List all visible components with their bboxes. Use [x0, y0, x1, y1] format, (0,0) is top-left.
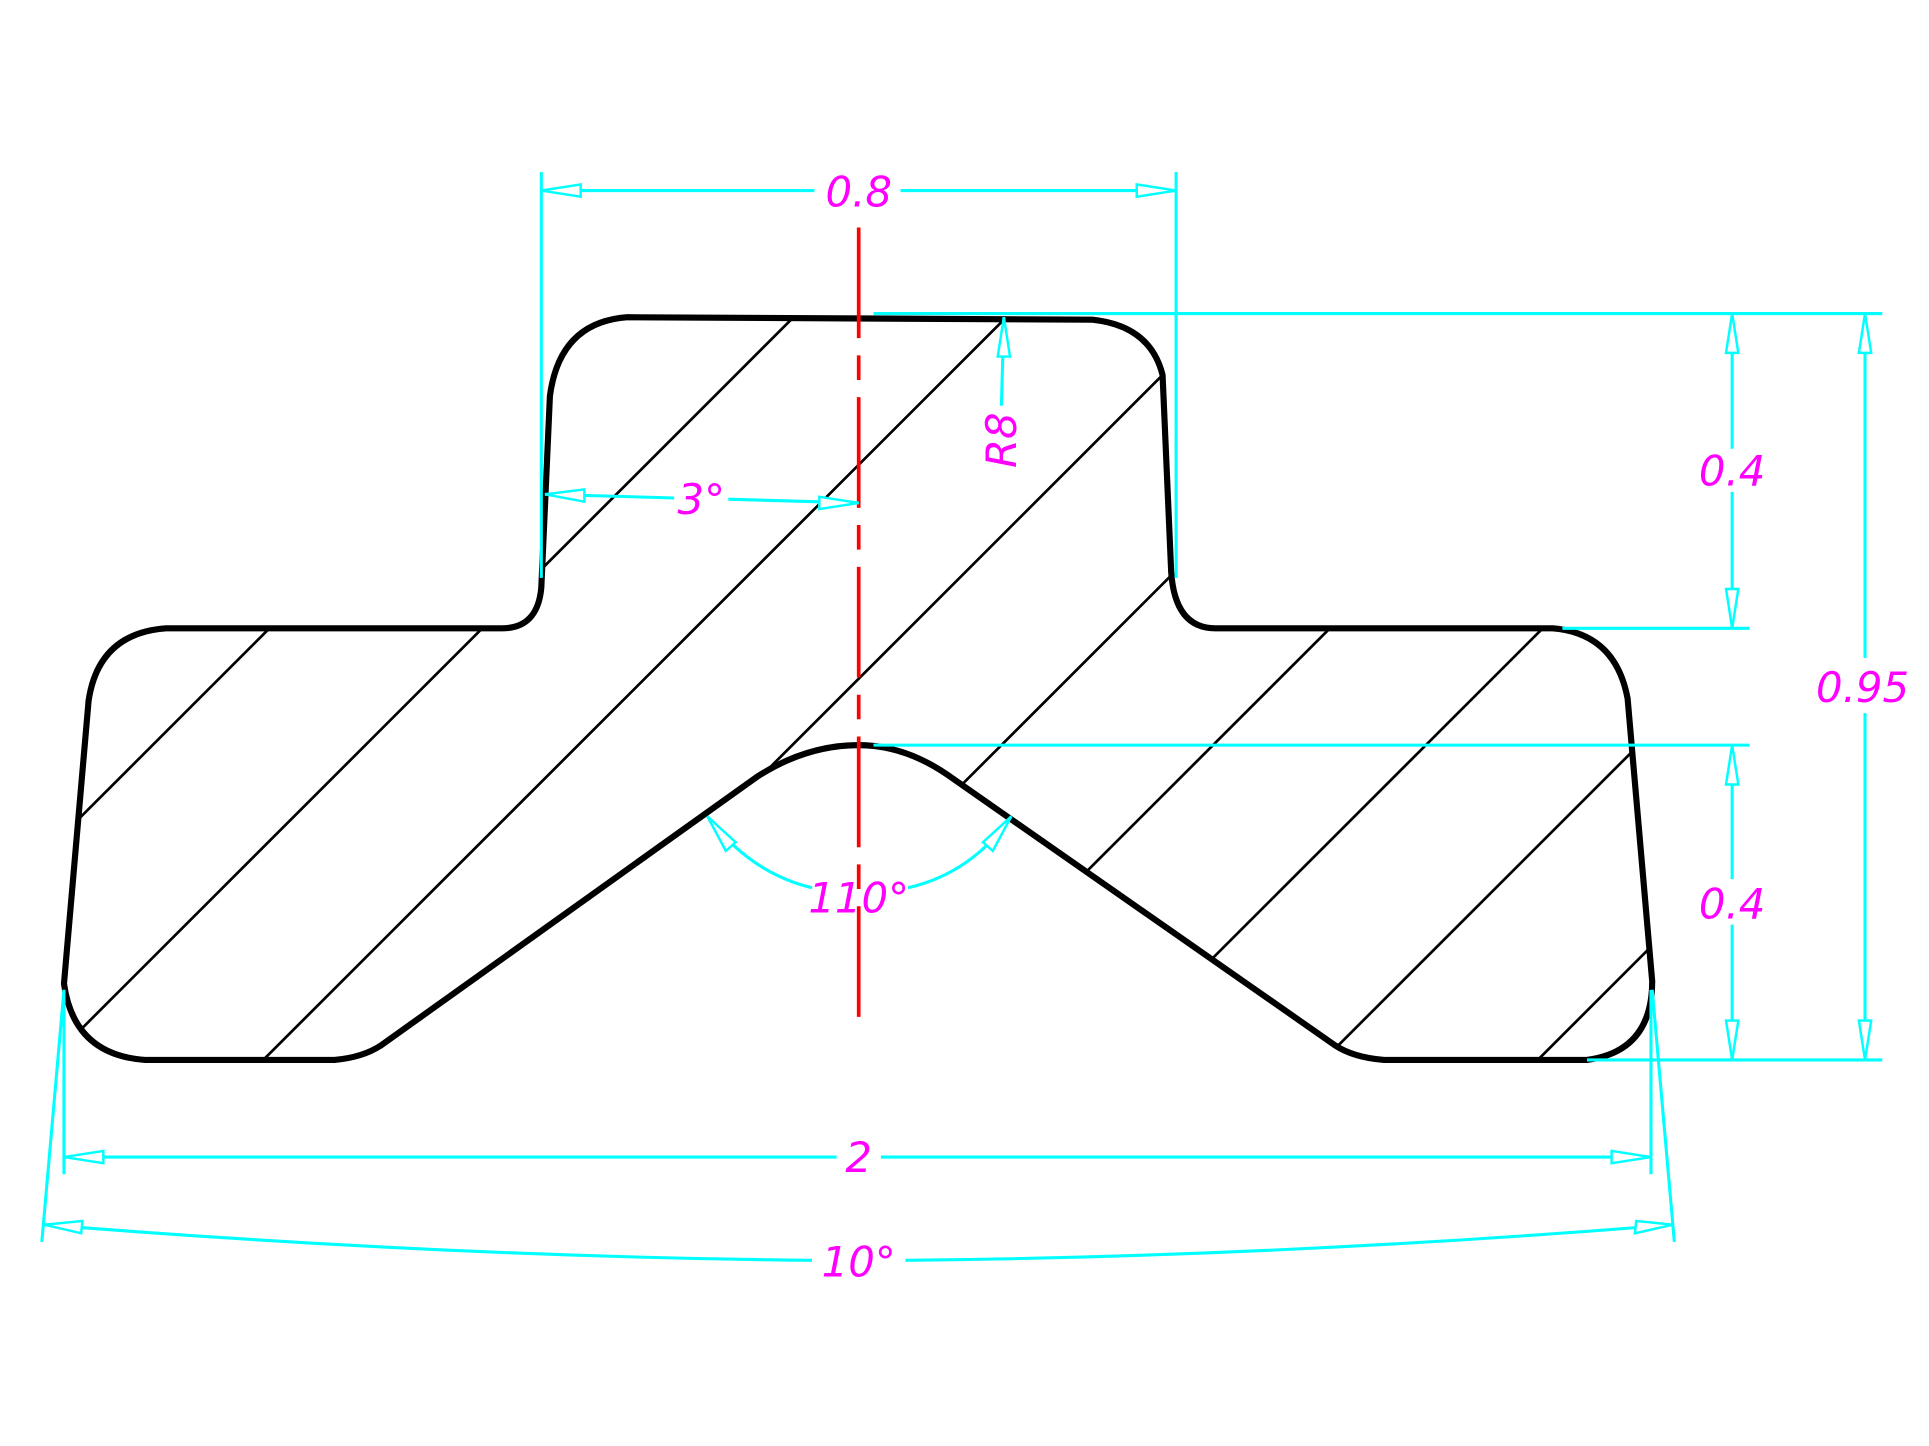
dim-side-angle: 10°: [40, 989, 1676, 1286]
dim-fillet-radius: R8: [977, 317, 1026, 468]
dim-text-bottom-width: 2: [845, 1133, 872, 1182]
dim-taper-angle: 3°: [544, 475, 859, 524]
dim-text-taper-angle: 3°: [677, 475, 725, 524]
dim-text-groove-angle: 110°: [808, 873, 909, 922]
dim-heights: 0.4 0.4 0.95: [873, 312, 1909, 1062]
dim-text-fillet-radius: R8: [977, 412, 1026, 468]
dim-bottom-width: 2: [62, 989, 1653, 1182]
section-hatching: [63, 317, 1653, 1060]
dim-text-lower-height: 0.4: [1699, 880, 1766, 929]
dim-text-side-angle: 10°: [822, 1237, 896, 1286]
dim-text-upper-height: 0.4: [1699, 447, 1766, 496]
dim-groove-angle: 110°: [706, 815, 1013, 922]
dim-text-total-height: 0.95: [1816, 663, 1909, 712]
dim-text-top-width: 0.8: [825, 168, 892, 217]
dim-top-width: 0.8: [539, 168, 1178, 578]
